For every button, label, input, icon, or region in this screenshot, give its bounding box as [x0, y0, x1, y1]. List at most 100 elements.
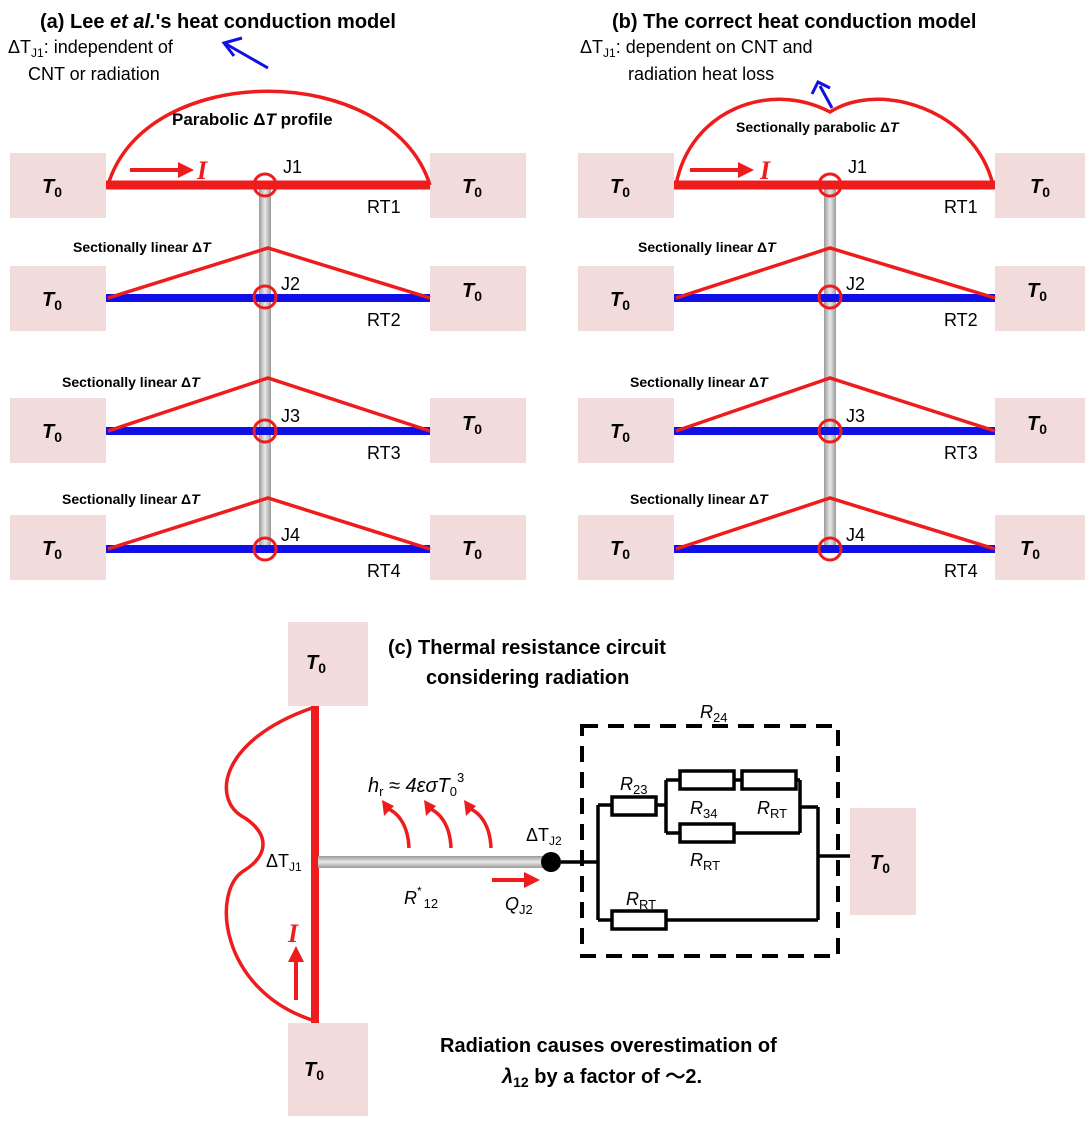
reservoir [995, 515, 1085, 580]
reservoir [578, 515, 674, 580]
reservoir [578, 153, 674, 218]
junction-label: J1 [848, 157, 867, 177]
parabolic-label-b: Sectionally parabolic ΔT [736, 119, 900, 135]
linear-profile-b [675, 496, 996, 551]
cnt-vertical-b [824, 183, 836, 551]
t0-label: T0 [1027, 280, 1047, 304]
reservoir [995, 153, 1085, 218]
t0-label: T0 [462, 413, 482, 437]
ribbon-label: RT4 [367, 561, 401, 581]
heat-flow-label: QJ2 [505, 894, 533, 917]
linear-profile-b [675, 246, 996, 300]
circuit-wires [561, 778, 850, 922]
t0-label: T0 [462, 538, 482, 562]
junction-label: J4 [846, 525, 865, 545]
t0-label: T0 [1020, 538, 1040, 562]
linear-label-b: Sectionally linear ΔT [630, 491, 769, 507]
t0-label: T0 [462, 280, 482, 304]
panel-c-title-line1: (c) Thermal resistance circuit [388, 637, 666, 659]
reservoir [995, 266, 1085, 331]
t0-label: T0 [870, 852, 890, 876]
linear-profile-b [675, 376, 996, 433]
panel-b-delta-annotation: ΔTJ1: dependent on CNT and [580, 37, 813, 60]
parabolic-profile-a [106, 89, 432, 186]
t0-label: T0 [42, 538, 62, 562]
junction-circle [817, 418, 843, 444]
junction-circle [817, 284, 843, 310]
panel-a-delta-annotation-line2: CNT or radiation [28, 64, 160, 84]
reservoir [578, 266, 674, 331]
heat-flow-arrow-head [524, 872, 540, 888]
panel-a-title: (a) Lee et al.'s heat conduction model [40, 11, 396, 33]
resistor-rrt-mid [678, 822, 736, 844]
reservoir [288, 622, 368, 706]
t0-label: T0 [42, 289, 62, 313]
t0-label: T0 [42, 421, 62, 445]
panel-b-title: (b) The correct heat conduction model [612, 11, 976, 33]
junction-label: J2 [846, 274, 865, 294]
linear-label-b: Sectionally linear ΔT [630, 374, 769, 390]
t0-label: T0 [610, 538, 630, 562]
radiation-arrow-head [424, 800, 436, 816]
t0-label: T0 [42, 176, 62, 200]
reservoir [10, 515, 106, 580]
t0-label: T0 [610, 176, 630, 200]
current-arrow-head-a [178, 162, 194, 178]
t0-label: T0 [304, 1059, 324, 1083]
r12-label: R*12 [404, 884, 438, 911]
conclusion-line2: λ12 by a factor of ～2. [501, 1066, 702, 1090]
node-j2 [541, 852, 561, 872]
reservoir [850, 808, 916, 915]
t0-label: T0 [306, 652, 326, 676]
resistor-r23 [610, 795, 658, 817]
reservoir [430, 266, 526, 331]
blue-arrow-head-a [221, 36, 243, 57]
ribbon-label: RT4 [944, 561, 978, 581]
current-label-b: I [759, 156, 771, 185]
panel-a: (a) Lee et al.'s heat conduction model Δ… [8, 11, 526, 581]
ribbon-label: RT3 [367, 443, 401, 463]
reservoir [578, 398, 674, 463]
rrt-label: RRT [757, 798, 787, 821]
junction-circle [252, 172, 278, 198]
junction-circle [252, 284, 278, 310]
junction-circle [817, 172, 843, 198]
current-arrow-head-c [288, 946, 304, 962]
current-label-c: I [287, 919, 299, 948]
current-arrow-head-b [738, 162, 754, 178]
linear-label-a: Sectionally linear ΔT [62, 491, 201, 507]
reservoir [430, 153, 526, 218]
delta-tj2: ΔTJ2 [526, 825, 562, 848]
junction-label: J4 [281, 525, 300, 545]
blue-arrow-b [818, 85, 834, 109]
junction-label: J3 [846, 406, 865, 426]
junction-circle [252, 418, 278, 444]
linear-profile-a [107, 376, 431, 433]
linear-profile-a [107, 496, 431, 551]
reservoir [995, 398, 1085, 463]
reservoir [430, 515, 526, 580]
ribbon-label: RT1 [944, 197, 978, 217]
radiation-arrow [427, 806, 453, 849]
blue-arrow-head-b [810, 79, 831, 95]
sectional-profile-c [224, 706, 313, 1022]
linear-label-b: Sectionally linear ΔT [638, 239, 777, 255]
current-label-a: I [196, 156, 208, 185]
conclusion-line1: Radiation causes overestimation of [440, 1035, 777, 1057]
hr-formula: hr ≈ 4εσT03 [368, 770, 464, 799]
junction-label: J3 [281, 406, 300, 426]
t0-label: T0 [1030, 176, 1050, 200]
panel-c: (c) Thermal resistance circuit consideri… [224, 622, 916, 1116]
junction-circle [817, 536, 843, 562]
radiation-arrow [467, 806, 493, 849]
resistor-rrt-bottom [610, 909, 668, 931]
parabolic-label-a: Parabolic ΔT profile [172, 110, 333, 129]
ribbon-label: RT3 [944, 443, 978, 463]
t0-label: T0 [610, 421, 630, 445]
radiation-arrow [385, 806, 411, 849]
reservoir [430, 398, 526, 463]
reservoir [288, 1023, 368, 1116]
resistor-r34 [678, 769, 736, 791]
resistor-rrt-top [740, 769, 798, 791]
